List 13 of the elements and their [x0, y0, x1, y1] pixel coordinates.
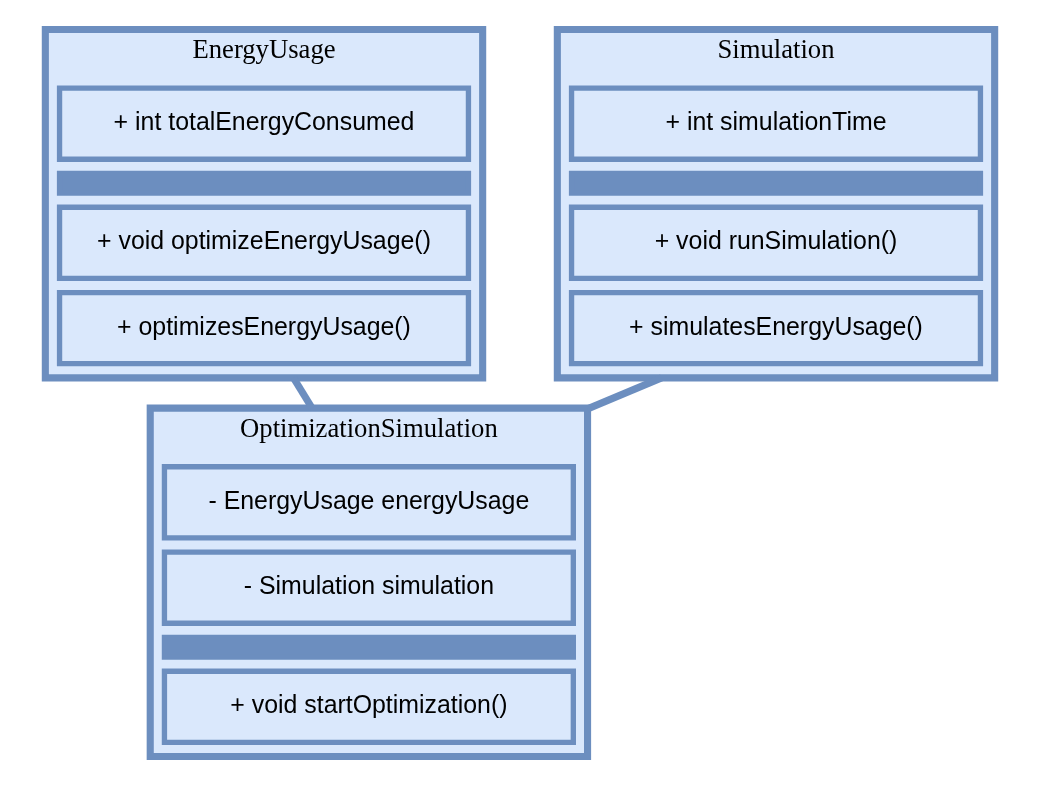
node-box: - EnergyUsage energyUsage	[161, 464, 576, 541]
node-box: + optimizesEnergyUsage()	[56, 289, 472, 367]
node-box: + int totalEnergyConsumed	[56, 85, 472, 162]
node-box: + void runSimulation()	[568, 204, 984, 281]
node-box: + int simulationTime	[568, 85, 984, 162]
node-box: + simulatesEnergyUsage()	[568, 289, 984, 367]
node-bar	[568, 170, 984, 196]
connector	[586, 374, 663, 413]
node-bar	[56, 170, 472, 196]
node-box: + void startOptimization()	[161, 668, 576, 745]
node-box: - Simulation simulation	[161, 549, 576, 626]
node-box: + void optimizeEnergyUsage()	[56, 204, 472, 281]
node-bar	[161, 634, 576, 660]
